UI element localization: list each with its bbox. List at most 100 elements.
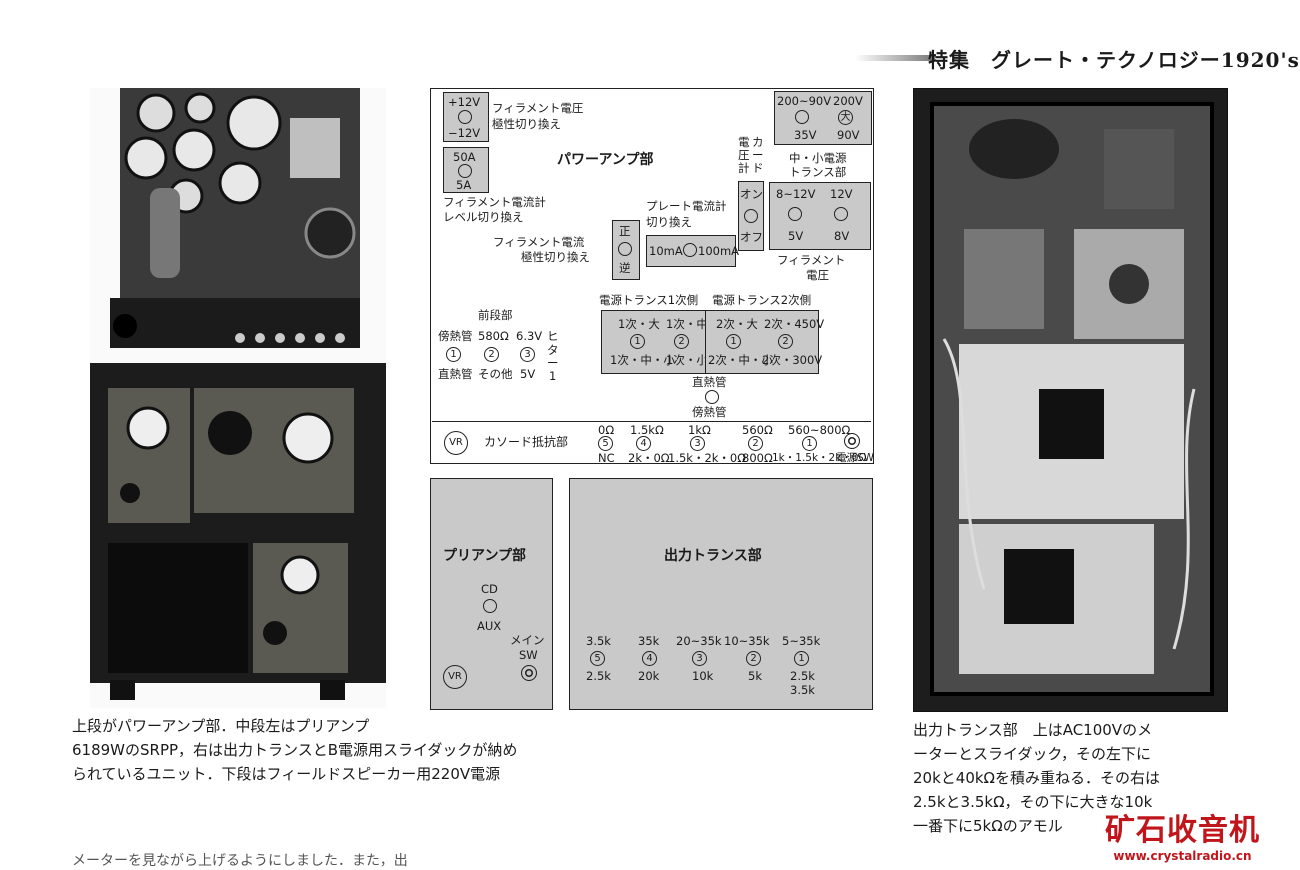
col-top: 560Ω <box>742 423 773 437</box>
caption-line: 2.5kと3.5kΩ，その下に大きな10k <box>913 793 1153 811</box>
tap-num: 2 <box>746 651 761 666</box>
switch-circle <box>834 207 848 221</box>
vr-knob: VR <box>443 665 467 689</box>
voltmeter-label: 電圧計 <box>738 135 750 175</box>
watermark-url: www.crystalradio.cn <box>1113 849 1252 863</box>
tap-top: 20~35k <box>676 634 722 648</box>
power-switch-label: 電源SW <box>836 452 875 464</box>
vr-knob: VR <box>444 431 468 455</box>
8-12v-label: 8~12V <box>776 187 816 201</box>
caption-line: ーターとスライダック，その左下に <box>913 745 1152 763</box>
ps2-300v: 2次・300V <box>762 353 823 367</box>
power-amp-panel: +12V −12V フィラメント電圧 極性切り換え 50A 5A パワーアンプ部… <box>430 88 875 465</box>
35v-label: 35V <box>794 128 817 142</box>
tap-bot-2: 3.5k <box>790 683 815 697</box>
switch-circle <box>683 243 697 257</box>
100ma-label: 100mA <box>698 244 740 258</box>
col-top: 0Ω <box>598 423 615 437</box>
plus-12v-label: +12V <box>448 95 481 109</box>
card-label: カード <box>752 135 764 175</box>
plate-meter-range-switch: 10mA 100mA <box>646 235 740 267</box>
pre-stage-box: 傍熱管 580Ω 6.3V ヒ 1 2 3 タ ー 直熱管 その他 5V 1 <box>432 323 567 385</box>
tap-top: 35k <box>638 634 660 648</box>
output-transformer-panel: 出力トランス部 3.5k 5 2.5k 35k 4 20k 20~35k 3 1… <box>569 478 873 710</box>
meter-card-switch: オン オフ <box>738 181 764 251</box>
200-90v-label: 200~90V <box>777 94 832 108</box>
tap-num: 1 <box>794 651 809 666</box>
200v-label: 200V <box>833 94 863 108</box>
50a-label: 50A <box>453 150 476 164</box>
large-marker: 大 <box>838 110 853 125</box>
on-label: オン <box>740 187 763 201</box>
fil-voltage-selector: 8~12V 12V 5V 8V <box>769 182 871 250</box>
indirect-heated-label: 傍熱管 <box>438 329 473 343</box>
ps1-mid: 1次・中 <box>666 317 708 331</box>
col-bot: 2k・0Ω <box>628 451 670 465</box>
5a-label: 5A <box>456 178 472 192</box>
mid-ps-label: 中・小電源 <box>789 151 847 165</box>
preamp-title: プリアンプ部 <box>443 548 527 564</box>
tap-bot: 2.5k <box>790 669 815 683</box>
caption-line: 出力トランス部 上はAC100Vのメ <box>913 721 1153 739</box>
5v-label: 5V <box>520 367 536 381</box>
input-select-circle <box>483 599 497 613</box>
col-top: 1.5kΩ <box>630 423 664 437</box>
ps1-large: 1次・大 <box>618 317 660 331</box>
output-taps: 3.5k 5 2.5k 35k 4 20k 20~35k 3 10k 10~35… <box>586 634 866 704</box>
tap-num: 5 <box>590 651 605 666</box>
reverse-label: 逆 <box>619 261 631 275</box>
heater-label-1: ヒ <box>547 329 559 343</box>
tap-num: 3 <box>692 651 707 666</box>
switch-circle <box>788 207 802 221</box>
fil-volt-polarity-label: 極性切り換え <box>492 117 561 131</box>
ps1-small: 1次・小 <box>666 353 708 367</box>
left-caption: 上段がパワーアンプ部．中段左はプリアンプ 6189WのSRPP，右は出力トランス… <box>72 714 682 786</box>
ps2-circle-1: 1 <box>726 334 741 349</box>
tap-num: 4 <box>642 651 657 666</box>
cathode-columns: 0Ω 5 NC 1.5kΩ 4 2k・0Ω 1kΩ 3 1.5k・2k・0Ω 5… <box>594 422 867 465</box>
caption-line: られているユニット．下段はフィールドスピーカー用220V電源 <box>72 765 501 783</box>
mid-ps-trans-label: トランス部 <box>789 165 847 179</box>
col-num: 4 <box>636 436 651 451</box>
transformer-photo <box>913 88 1228 712</box>
power-switch-icon <box>844 433 860 449</box>
cd-label: CD <box>481 582 498 596</box>
8v-label: 8V <box>834 229 850 243</box>
right-caption: 出力トランス部 上はAC100Vのメ ーターとスライダック，その左下に 20kと… <box>913 718 1243 838</box>
fil-voltage-label: フィラメント <box>777 253 846 267</box>
col-top: 1kΩ <box>688 423 711 437</box>
main-sw-label: SW <box>519 648 538 662</box>
pre-stage-title: 前段部 <box>478 308 513 322</box>
header-rule <box>855 55 935 61</box>
caption-line: 一番下に5kΩのアモル <box>913 817 1063 835</box>
aux-label: AUX <box>477 619 502 633</box>
col-num: 3 <box>690 436 705 451</box>
heater-label-3: ー <box>547 356 559 370</box>
other-label: その他 <box>478 367 513 381</box>
ps2-selector: 2次・大 2次・450V 1 2 2次・中・小 2次・300V <box>705 310 824 374</box>
indirect-tube-label: 傍熱管 <box>692 405 727 419</box>
pre-circle-3: 3 <box>520 347 535 362</box>
fil-volt-label: フィラメント電圧 <box>492 101 584 115</box>
fil-volt-polarity-switch: +12V −12V <box>443 92 489 142</box>
fil-current-label: フィラメント電流 <box>493 235 585 249</box>
12v-label: 12V <box>830 187 853 201</box>
caption-line: 20kと40kΩを積み重ねる．その右は <box>913 769 1161 787</box>
output-transformer-title: 出力トランス部 <box>664 548 762 564</box>
caption-line: 上段がパワーアンプ部．中段左はプリアンプ <box>72 717 370 735</box>
90v-label: 90V <box>837 128 860 142</box>
col-bot: NC <box>598 451 615 465</box>
main-switch-icon <box>521 665 537 681</box>
ps1-title: 電源トランス1次側 <box>599 293 699 307</box>
pre-circle-2: 2 <box>484 347 499 362</box>
fil-current-polarity-label: 極性切り換え <box>521 250 590 264</box>
fil-current-polarity-switch: 正 逆 <box>612 220 640 280</box>
watermark-name: 矿石收音机 <box>1105 813 1260 848</box>
cathode-resistor-box: VR カソード抵抗部 0Ω 5 NC 1.5kΩ 4 2k・0Ω 1kΩ 3 1… <box>432 421 875 465</box>
power-amp-title: パワーアンプ部 <box>557 152 654 168</box>
col-num: 1 <box>802 436 817 451</box>
tap-top: 10~35k <box>724 634 770 648</box>
tap-top: 5~35k <box>782 634 821 648</box>
ps2-circle-2: 2 <box>778 334 793 349</box>
pre-circle-1: 1 <box>446 347 461 362</box>
